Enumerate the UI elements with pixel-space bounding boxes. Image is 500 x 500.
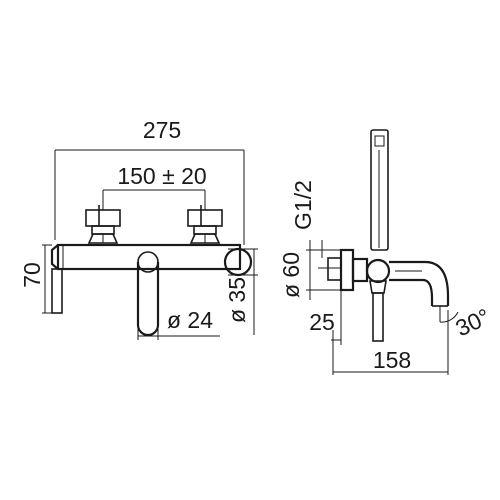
right-handle-nut <box>189 233 221 244</box>
spout-body <box>136 262 160 337</box>
hose-connector <box>369 280 387 294</box>
left-handle-knob <box>85 209 121 227</box>
hose-stub <box>372 292 384 342</box>
wall-flange <box>339 248 355 292</box>
spout-curve-outer <box>389 260 450 306</box>
right-handle-neck <box>193 225 217 235</box>
right-handle-knob <box>187 209 223 227</box>
thread-label: G1/2 <box>290 180 316 230</box>
dim-24-label: ø 24 <box>167 307 213 333</box>
dim-70-label: 70 <box>19 262 45 288</box>
dim-158-label: 158 <box>373 347 411 373</box>
dim-35-label: ø 35 <box>224 277 250 323</box>
side-body-circle <box>365 258 391 284</box>
wall-connector <box>327 257 342 281</box>
dim-25-label: 25 <box>309 309 335 335</box>
body-end-circle <box>223 247 253 277</box>
dim-150-label: 150 ± 20 <box>117 163 206 189</box>
angle-arc <box>439 311 459 323</box>
mixer-body <box>56 243 242 271</box>
dim-60-label: ø 60 <box>278 252 304 298</box>
left-handle-nut <box>87 233 119 244</box>
side-body <box>351 257 369 283</box>
hand-shower-nozzle <box>374 135 385 147</box>
hand-shower-head <box>370 129 389 251</box>
front-view: 275 150 ± 20 70 <box>19 117 258 340</box>
dim-275-label: 275 <box>143 117 181 143</box>
body-left-cap <box>50 244 59 270</box>
side-view: 30° ø 60 G1/2 25 158 <box>278 129 494 375</box>
wall-escutcheon-left <box>51 268 63 314</box>
spout-curve-inner <box>389 278 434 306</box>
left-handle-neck <box>91 225 115 235</box>
angle-label: 30° <box>451 303 494 341</box>
